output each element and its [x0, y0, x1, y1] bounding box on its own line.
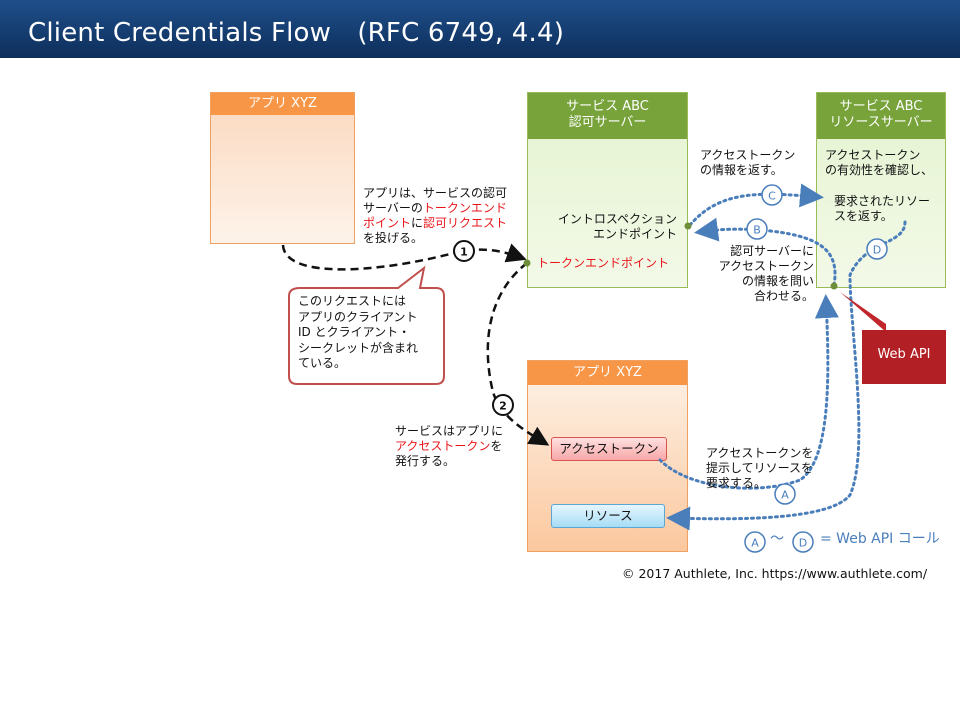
stepA-text: アクセストークンを 提示してリソースを 要求する。	[706, 446, 814, 490]
callout-text: このリクエストには アプリのクライアント ID とクライアント・ シークレットが…	[298, 294, 419, 370]
stepD-circle	[866, 238, 888, 260]
access-token-pill: アクセストークン	[551, 437, 667, 461]
step2-text: サービスはアプリに アクセストークンを 発行する。	[395, 424, 504, 468]
token-endpoint-dot	[523, 259, 531, 267]
step1-number: 1	[460, 246, 468, 259]
stepC-letter: C	[768, 190, 776, 203]
webapi-label: Web API	[877, 347, 931, 362]
step2-circle	[492, 394, 514, 416]
page-title: Client Credentials Flow (RFC 6749, 4.4)	[28, 18, 565, 48]
flow-arrow-a-request	[658, 294, 839, 490]
stepA-letter: A	[781, 489, 789, 502]
callout-bubble-shape	[288, 265, 445, 385]
auth-server-box: サービス ABC 認可サーバー	[527, 92, 688, 288]
stepD-letter: D	[873, 244, 881, 257]
resource-server-title: サービス ABC リソースサーバー	[817, 93, 945, 139]
legend-a-letter: A	[751, 537, 759, 550]
stepC-circle	[761, 184, 783, 206]
webapi-dot	[830, 282, 838, 290]
webapi-box-shape	[862, 330, 946, 384]
stepB-text: 認可サーバーに アクセストークン の情報を問い 合わせる。	[718, 244, 814, 303]
header-bar: Client Credentials Flow (RFC 6749, 4.4)	[0, 0, 960, 58]
introspection-endpoint-label: イントロスペクション エンドポイント	[557, 212, 677, 241]
legend-d-circle	[792, 531, 814, 553]
flow-arrow-b-introspect	[694, 217, 837, 287]
stepC-text: アクセストークン の情報を返す。	[700, 148, 796, 177]
token-endpoint-label: トークンエンドポイント	[537, 256, 670, 270]
legend-tilde: ～	[770, 531, 784, 547]
webapi-pointer-shape	[840, 292, 886, 332]
stepA-circle	[774, 483, 796, 505]
legend-d-letter: D	[799, 537, 807, 550]
auth-server-title: サービス ABC 認可サーバー	[528, 93, 687, 139]
resource-pill: リソース	[551, 504, 665, 528]
flow-arrow-step2	[486, 262, 550, 446]
step1-circle	[453, 240, 475, 262]
app-xyz-top-title: アプリ XYZ	[211, 93, 354, 115]
app-xyz-bottom-title: アプリ XYZ	[528, 361, 687, 385]
footer-copyright: © 2017 Authlete, Inc. https://www.authle…	[622, 566, 928, 581]
legend-text: = Web API コール	[820, 531, 940, 547]
flow-arrow-step1	[281, 243, 527, 271]
legend-a-circle	[744, 531, 766, 553]
step2-number: 2	[499, 400, 507, 413]
stepB-circle	[746, 218, 768, 240]
app-xyz-top-box: アプリ XYZ	[210, 92, 355, 244]
resource-server-sub: 要求されたリソー スを返す。	[834, 194, 931, 223]
step1-text: アプリは、サービスの認可 サーバーのトークンエンド ポイントに認可リクエスト を…	[363, 186, 508, 245]
resource-server-desc: アクセストークン の有効性を確認し、	[825, 148, 934, 177]
flow-arrow-c-response	[688, 183, 824, 227]
introspection-endpoint-dot	[684, 222, 692, 230]
stepB-letter: B	[753, 224, 761, 237]
